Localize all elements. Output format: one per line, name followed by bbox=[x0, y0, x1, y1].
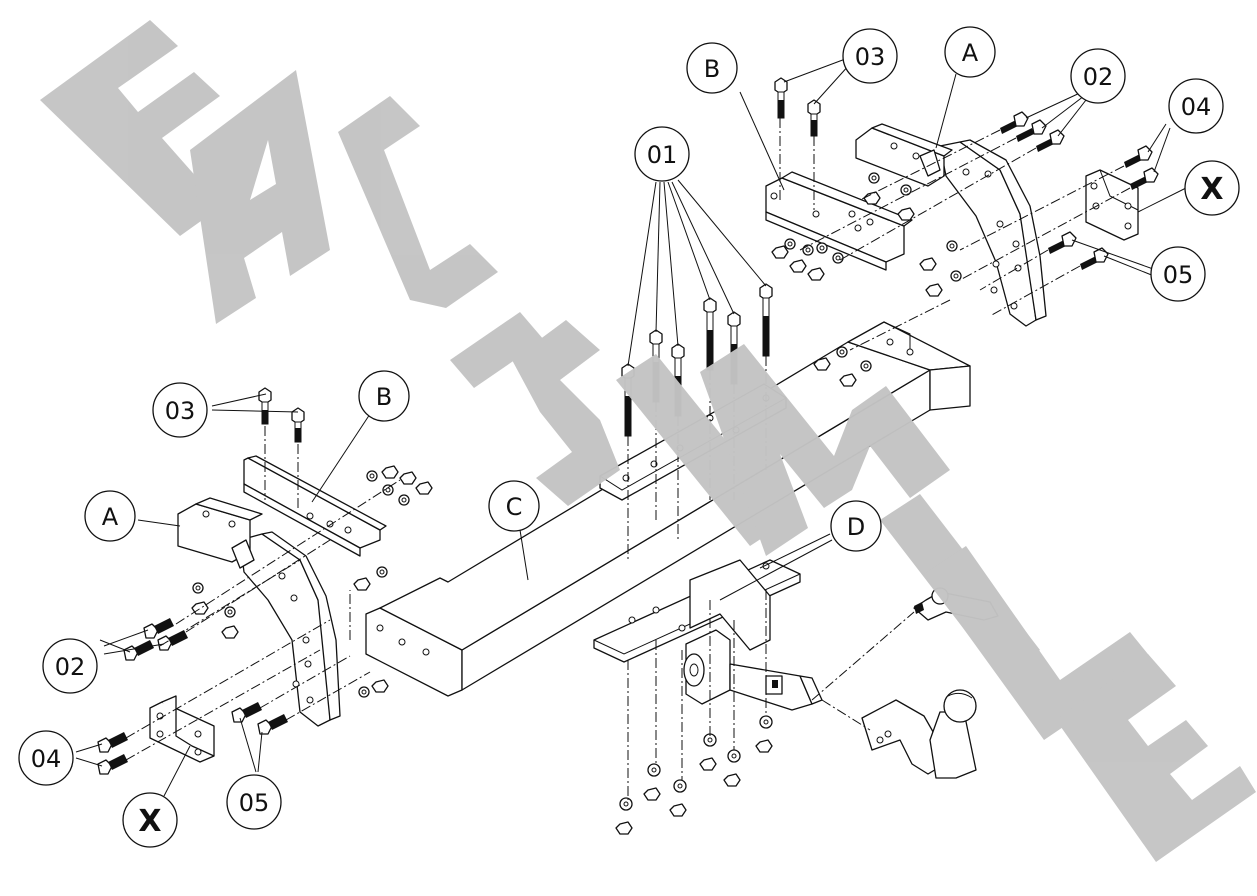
callout-05-right: 05 bbox=[1150, 246, 1206, 302]
left-bolts-04 bbox=[97, 732, 128, 775]
left-bolts-02 bbox=[123, 618, 188, 661]
callout-a-left-label: A bbox=[102, 503, 119, 531]
right-plate-x bbox=[1085, 169, 1139, 241]
callout-d-label: D bbox=[847, 513, 865, 541]
right-bolts-05 bbox=[1048, 231, 1109, 270]
callout-x-left: X bbox=[122, 792, 178, 848]
lower-plate-d bbox=[593, 559, 801, 663]
callout-a-left: A bbox=[84, 490, 136, 542]
left-side-plate bbox=[239, 531, 341, 727]
callout-03-left-label: 03 bbox=[165, 397, 196, 425]
left-bolts-03 bbox=[258, 387, 305, 443]
left-bracket-b bbox=[243, 455, 387, 557]
callout-02-right-label: 02 bbox=[1083, 63, 1114, 91]
callout-04-right: 04 bbox=[1168, 78, 1224, 134]
callout-02-left: 02 bbox=[42, 638, 98, 694]
callout-a-right-label: A bbox=[962, 39, 979, 67]
right-side-plate bbox=[939, 139, 1047, 327]
callout-05-left-label: 05 bbox=[239, 789, 270, 817]
callout-02-right: 02 bbox=[1070, 48, 1126, 104]
callout-05-left: 05 bbox=[226, 774, 282, 830]
callout-x-right-label: X bbox=[1200, 172, 1223, 207]
right-nuts-washers bbox=[771, 172, 962, 387]
right-bolts-02 bbox=[1000, 111, 1065, 152]
callout-b-left-label: B bbox=[376, 383, 392, 411]
left-bracket-a bbox=[177, 497, 263, 569]
callout-04-right-label: 04 bbox=[1181, 93, 1212, 121]
callout-d: D bbox=[830, 500, 882, 552]
callout-05-right-label: 05 bbox=[1163, 261, 1194, 289]
callout-04-left-label: 04 bbox=[31, 745, 62, 773]
callout-x-right: X bbox=[1184, 160, 1240, 216]
callout-b-left: B bbox=[358, 370, 410, 422]
callout-a-right: A bbox=[944, 26, 996, 78]
right-bolts-04 bbox=[1124, 145, 1159, 190]
lower-nuts-washers bbox=[615, 715, 773, 835]
right-bolts-03 bbox=[774, 77, 821, 137]
left-bolts-05 bbox=[231, 702, 288, 735]
fac-simile-watermark bbox=[40, 20, 1256, 862]
callout-04-left: 04 bbox=[18, 730, 74, 786]
callout-01: 01 bbox=[634, 126, 690, 182]
callout-x-left-label: X bbox=[138, 804, 161, 839]
callout-c: C bbox=[488, 480, 540, 532]
callout-02-left-label: 02 bbox=[55, 653, 86, 681]
leader-lines bbox=[75, 57, 1187, 797]
callout-03-left: 03 bbox=[152, 382, 208, 438]
left-plate-x bbox=[149, 695, 215, 763]
callout-03-right: 03 bbox=[842, 28, 898, 84]
callout-b-right: B bbox=[686, 42, 738, 94]
callout-03-right-label: 03 bbox=[855, 43, 886, 71]
towball bbox=[861, 689, 977, 779]
callout-b-right-label: B bbox=[704, 55, 720, 83]
callout-c-label: C bbox=[506, 493, 523, 521]
right-bracket-a bbox=[855, 123, 953, 187]
callout-01-label: 01 bbox=[647, 141, 678, 169]
